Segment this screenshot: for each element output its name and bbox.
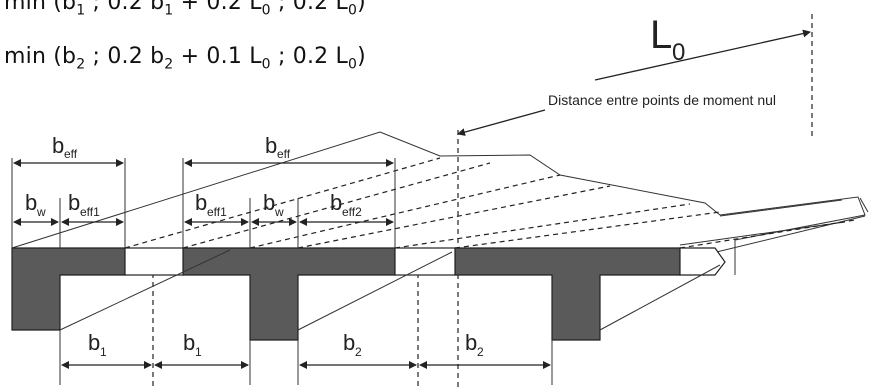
slab-top-outline: [11, 131, 866, 275]
svg-text:2: 2: [355, 345, 362, 359]
svg-text:1: 1: [195, 345, 202, 359]
svg-text:eff1: eff1: [207, 205, 227, 219]
svg-text:2: 2: [477, 345, 484, 359]
dim-beff-left: b eff: [11, 133, 126, 248]
svg-text:b: b: [465, 330, 477, 355]
right-t-beam: [454, 247, 681, 341]
svg-text:eff: eff: [64, 147, 78, 161]
distance-arrow: [457, 109, 546, 136]
distance-label: Distance entre points de moment nul: [548, 92, 776, 108]
svg-text:b: b: [68, 190, 80, 215]
svg-text:w: w: [36, 205, 46, 219]
slab-gap-1: [124, 247, 184, 276]
svg-text:b: b: [195, 190, 207, 215]
dim-beff-middle: b eff: [182, 133, 396, 248]
l0-arrow: [594, 29, 811, 81]
cross-section: [11, 247, 726, 341]
dim-bw-beff1-left: b w b eff1: [13, 190, 124, 248]
dim-beff1-bw-beff2-middle: b eff1 b w b eff2: [184, 190, 394, 248]
slab-end: [679, 247, 726, 276]
left-t-beam: [11, 247, 126, 331]
svg-text:0: 0: [672, 39, 685, 66]
svg-text:b: b: [183, 330, 195, 355]
svg-text:b: b: [88, 330, 100, 355]
svg-text:w: w: [274, 205, 284, 219]
l0-label: L 0: [650, 13, 685, 66]
svg-text:b: b: [52, 133, 64, 158]
svg-text:b: b: [25, 190, 37, 215]
svg-text:L: L: [650, 13, 672, 57]
svg-text:b: b: [343, 330, 355, 355]
formula-bridge-edge: min (b1 ; 0.2 b1 + 0.2 L0 ; 0.2 L0): [4, 0, 366, 19]
svg-text:eff1: eff1: [80, 205, 100, 219]
perspective-dashes: [124, 130, 856, 390]
svg-text:1: 1: [100, 345, 107, 359]
dim-b2-b2: b 2 b 2: [297, 330, 553, 385]
middle-t-beam: [182, 247, 396, 341]
svg-text:b: b: [265, 133, 277, 158]
slab-gap-2: [394, 247, 456, 276]
svg-text:eff2: eff2: [342, 205, 362, 219]
svg-text:b: b: [263, 190, 275, 215]
svg-text:b: b: [330, 190, 342, 215]
formula-bridge-inner: min (b2 ; 0.2 b2 + 0.1 L0 ; 0.2 L0): [4, 44, 366, 73]
dim-b1-b1: b 1 b 1: [59, 330, 251, 385]
svg-text:eff: eff: [277, 147, 291, 161]
